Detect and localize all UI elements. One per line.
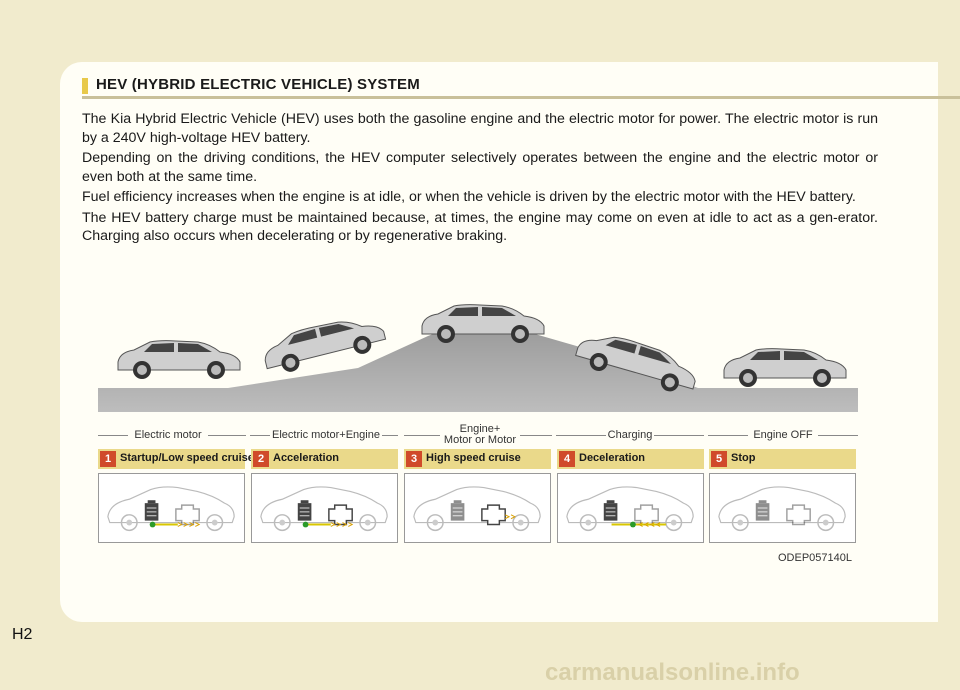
paragraph: Fuel efficiency increases when the engin… — [82, 189, 856, 205]
step-label: Acceleration — [273, 452, 340, 464]
watermark: carmanualsonline.info — [545, 659, 800, 686]
step-header: 4 Deceleration — [557, 449, 704, 469]
step-number: 1 — [100, 451, 116, 467]
battery-icon — [450, 499, 465, 522]
car-icon — [723, 348, 847, 388]
paragraph: Depending on the driving conditions, the… — [82, 150, 878, 185]
page-number: H2 — [12, 626, 33, 643]
step-header: 2 Acceleration — [251, 449, 398, 469]
step-label: Stop — [731, 452, 756, 464]
step-label: Deceleration — [579, 452, 646, 464]
figure-caption: ODEP057140L — [778, 552, 852, 564]
step-header: 1 Startup/Low speed cruise — [98, 449, 254, 469]
mode-diagram-high-speed — [404, 473, 551, 543]
step-number: 5 — [711, 451, 727, 467]
mode-diagram-acceleration — [251, 473, 398, 543]
engine-icon — [786, 504, 811, 526]
phase-divider — [250, 435, 270, 436]
paragraph: The HEV battery charge must be maintaine… — [82, 209, 878, 245]
step-number: 2 — [253, 451, 269, 467]
phase-label: Engine+ Motor or Motor — [440, 424, 520, 446]
phase-divider — [382, 435, 398, 436]
phase-divider — [654, 435, 704, 436]
step-label: Startup/Low speed cruise — [120, 452, 254, 464]
section-title: HEV (HYBRID ELECTRIC VEHICLE) SYSTEM — [96, 76, 420, 93]
engine-icon — [175, 504, 200, 526]
phase-labels: Electric motor Electric motor+Engine Eng… — [98, 424, 858, 446]
phase-label: Engine OFF — [753, 428, 813, 441]
mode-diagram-startup — [98, 473, 245, 543]
battery-icon — [297, 499, 312, 522]
engine-icon — [328, 504, 353, 526]
phase-label-line: Motor or Motor — [443, 434, 517, 446]
mode-diagram-stop — [709, 473, 856, 543]
phase-divider — [556, 435, 606, 436]
phase-divider — [404, 435, 440, 436]
car-icon — [117, 340, 241, 380]
engine-icon — [634, 504, 659, 526]
panel-edge — [938, 62, 960, 622]
phase-divider — [98, 435, 128, 436]
step-header: 3 High speed cruise — [404, 449, 551, 469]
paragraph: The Kia Hybrid Electric Vehicle (HEV) us… — [82, 111, 878, 146]
phase-label: Electric motor — [134, 428, 202, 441]
step-number: 4 — [559, 451, 575, 467]
step-number: 3 — [406, 451, 422, 467]
section-header: HEV (HYBRID ELECTRIC VEHICLE) SYSTEM — [82, 76, 960, 99]
header-rule — [82, 96, 960, 99]
engine-icon — [481, 504, 506, 526]
mode-diagram-deceleration — [557, 473, 704, 543]
body-text: The Kia Hybrid Electric Vehicle (HEV) us… — [82, 110, 878, 248]
battery-icon — [144, 499, 159, 522]
phase-divider — [708, 435, 748, 436]
header-accent-bar — [82, 78, 88, 94]
phase-label: Charging — [607, 428, 653, 441]
phase-label-line: Engine+ — [459, 423, 501, 435]
phase-label: Electric motor+Engine — [272, 428, 380, 441]
step-header: 5 Stop — [709, 449, 856, 469]
step-label: High speed cruise — [426, 452, 521, 464]
phase-divider — [520, 435, 552, 436]
phase-divider — [818, 435, 858, 436]
phase-divider — [208, 435, 246, 436]
battery-icon — [755, 499, 770, 522]
battery-icon — [603, 499, 618, 522]
hill-illustration — [98, 304, 858, 412]
